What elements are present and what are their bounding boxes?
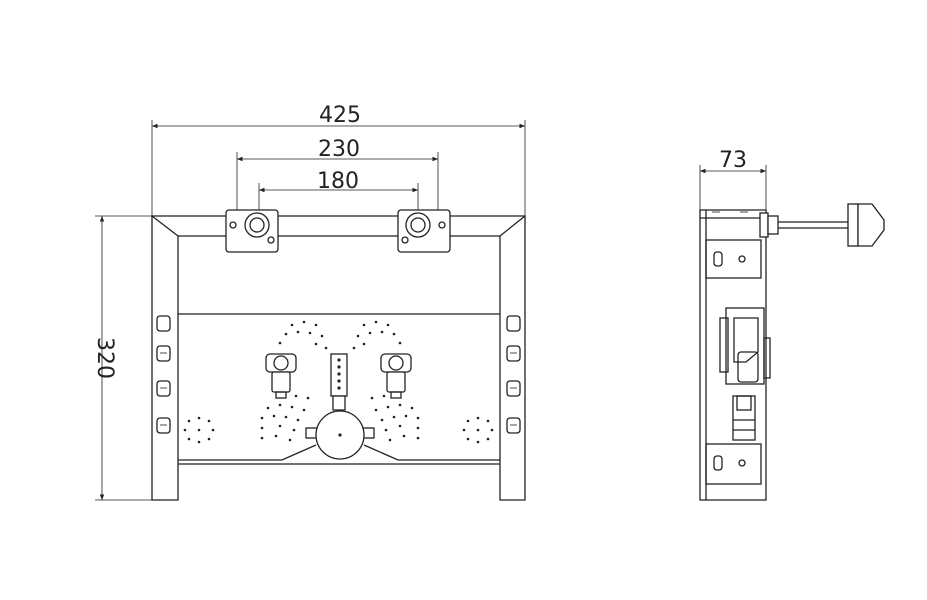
dimension-label-230: 230 [318, 137, 360, 162]
dimension-label-425: 425 [319, 103, 361, 128]
elbow-fitting-left [265, 353, 297, 399]
dimension-label-73: 73 [719, 148, 747, 173]
side-profile [699, 209, 771, 501]
dimension-depth: 73 [699, 148, 767, 215]
dimension-label-320: 320 [92, 337, 117, 379]
connection-block-right [397, 209, 451, 253]
front-view: 425 230 180 320 [92, 103, 526, 501]
slots-left [156, 315, 171, 434]
connection-block-left [225, 209, 279, 253]
central-holder [330, 353, 348, 411]
mounting-frame [151, 215, 526, 501]
valve-handle [759, 203, 885, 247]
elbow-fitting-right [380, 353, 412, 399]
dimension-overall-width: 425 [151, 103, 526, 216]
dimension-height: 320 [92, 215, 152, 501]
dimension-inner-span: 180 [258, 169, 419, 215]
side-view: 73 [699, 148, 885, 501]
pipe-clamp [305, 410, 375, 460]
dimension-outer-span: 230 [236, 137, 439, 220]
slots-right [506, 315, 521, 434]
hole-pattern [183, 320, 494, 444]
dimension-label-180: 180 [317, 169, 359, 194]
